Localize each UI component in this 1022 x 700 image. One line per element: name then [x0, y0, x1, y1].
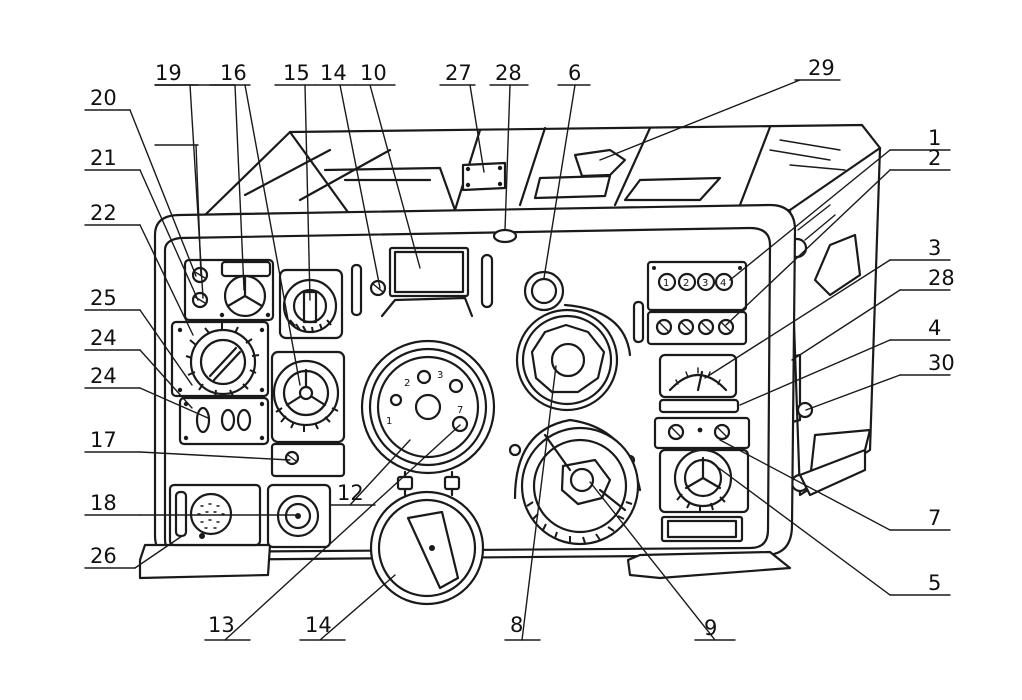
callout-12: 12 [337, 481, 364, 505]
window-10 [380, 246, 474, 318]
callout-10: 10 [360, 61, 387, 85]
callout-28-right: 28 [928, 266, 955, 290]
top-plate-29 [573, 148, 627, 178]
plate-17 [270, 442, 346, 478]
callout-5: 5 [928, 571, 941, 595]
dial-number-2: 2 [404, 378, 410, 389]
meter-3 [658, 353, 738, 399]
band-switch-22[interactable] [170, 320, 270, 398]
callout-1: 1 [928, 126, 941, 150]
slot-right [632, 300, 645, 344]
dial-number-3: 3 [437, 370, 443, 381]
callout-4: 4 [928, 316, 941, 340]
callout-19: 19 [155, 61, 182, 85]
meter-button-4: 4 [720, 278, 726, 289]
callout-8: 8 [510, 613, 523, 637]
callout-2: 2 [928, 146, 941, 170]
callout-14-lower: 14 [305, 613, 332, 637]
knob-5[interactable] [658, 448, 750, 514]
plate-7 [653, 416, 751, 450]
dial-number-1: 1 [386, 416, 392, 427]
tuning-knob-8[interactable] [515, 303, 632, 412]
knob-16[interactable] [270, 350, 346, 444]
meter-button-3: 3 [702, 278, 708, 289]
callout-16: 16 [220, 61, 247, 85]
callout-3: 3 [928, 236, 941, 260]
latch-28-top [492, 228, 518, 244]
slot-right-of-window [480, 253, 494, 309]
foot-right [626, 550, 792, 580]
nameplate-bottom-right [660, 515, 744, 543]
headphone-jack[interactable] [266, 483, 332, 549]
callout-9: 9 [704, 616, 717, 640]
callout-30: 30 [928, 351, 955, 375]
slot-14 [350, 263, 363, 317]
leader-lines [84, 79, 951, 641]
foot-side [798, 448, 867, 497]
callout-25: 25 [90, 286, 117, 310]
dial-14[interactable] [369, 490, 485, 606]
callout-26: 26 [90, 544, 117, 568]
callout-13: 13 [208, 613, 235, 637]
callout-21: 21 [90, 146, 117, 170]
lamp-6 [523, 270, 565, 312]
dial-number-7: 7 [457, 405, 463, 416]
frequency-dial-12[interactable]: 1 2 3 7 [360, 339, 496, 475]
switch-row-2[interactable] [646, 310, 748, 346]
callout-14-upper: 14 [320, 61, 347, 85]
knob-15[interactable] [278, 268, 344, 340]
callout-20: 20 [90, 86, 117, 110]
callout-28-top: 28 [495, 61, 522, 85]
plate-24 [178, 396, 270, 446]
plate-4 [658, 398, 740, 414]
callout-24-upper: 24 [90, 326, 117, 350]
callout-22: 22 [90, 201, 117, 225]
callout-18: 18 [90, 491, 117, 515]
callout-24-lower: 24 [90, 364, 117, 388]
callout-27: 27 [445, 61, 472, 85]
top-plate-27 [461, 161, 507, 192]
callout-17: 17 [90, 428, 117, 452]
callout-numbers: 1 2 3 4 5 6 7 8 9 10 12 13 14 14 15 16 1… [90, 56, 955, 640]
meter-button-1: 1 [663, 278, 669, 289]
callout-29: 29 [808, 56, 835, 80]
cabinet-top [203, 123, 882, 217]
callout-6: 6 [568, 61, 581, 85]
module-top-left [183, 258, 275, 322]
meter-button-2: 2 [683, 278, 689, 289]
tuning-knob-9[interactable] [508, 418, 642, 546]
callout-15: 15 [283, 61, 310, 85]
foot-left [138, 543, 272, 580]
meter-buttons-plate: 1 2 3 4 [646, 260, 748, 312]
callout-7: 7 [928, 506, 941, 530]
